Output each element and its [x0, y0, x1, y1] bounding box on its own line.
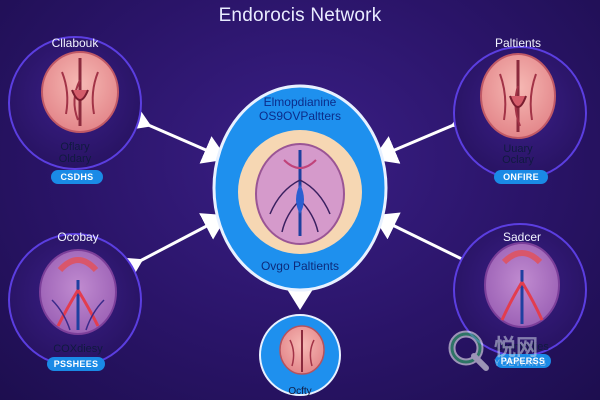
connector-bottom-right	[372, 212, 491, 284]
brain-icon	[279, 325, 325, 375]
node-top-right-subtitle-1: Uuary	[503, 143, 533, 155]
brain-icon	[41, 51, 119, 133]
node-bottom-center[interactable]	[259, 314, 341, 396]
node-top-left-title: Cllabouk	[51, 36, 99, 50]
badge-bottom-left-bg	[47, 357, 105, 371]
badge-top-right-bg	[494, 170, 548, 184]
node-top-right-title: Paltients	[494, 36, 542, 50]
node-bottom-center-caption: Ocfty	[288, 386, 312, 397]
node-top-left-subtitle-2: Oldary	[58, 153, 92, 165]
node-bottom-right-subtitle: Oromodies	[495, 341, 549, 353]
connector-top-left	[123, 103, 228, 164]
connector-bottom-left	[115, 213, 228, 284]
watermark: 悦网 YUEWANG	[446, 328, 586, 372]
watermark-subtext: YUEWANG	[494, 358, 548, 368]
brain-icon	[484, 242, 560, 328]
brain-icon	[39, 249, 117, 335]
node-bottom-right[interactable]	[453, 223, 587, 357]
node-top-left-badge[interactable]: CSDHS	[60, 172, 94, 182]
brain-icon	[480, 53, 556, 139]
node-center[interactable]	[212, 84, 388, 292]
connector-top-right	[372, 103, 479, 164]
center-heading-1: Elmopdianine	[263, 95, 337, 109]
node-bottom-right-title: Sadcer	[502, 230, 542, 244]
node-top-right-subtitle-2: Oclary	[502, 154, 534, 166]
node-bottom-left[interactable]	[8, 233, 142, 367]
node-bottom-left-title: Ocobay	[57, 230, 99, 244]
watermark-logo-icon	[448, 330, 489, 371]
node-bottom-left-subtitle: COXdiesy	[53, 343, 103, 355]
node-top-right-badge[interactable]: ONFIRE	[503, 172, 539, 182]
badge-bottom-right-bg	[495, 354, 551, 368]
watermark-text: 悦网	[494, 335, 539, 360]
node-bottom-right-badge[interactable]: PAPERSS	[500, 356, 546, 366]
center-caption: Ovgo Paltients	[260, 259, 340, 273]
node-bottom-left-badge[interactable]: PSSHEES	[53, 359, 99, 369]
node-top-right[interactable]	[453, 46, 587, 180]
node-top-left-subtitle-1: Oflary	[60, 141, 90, 153]
diagram-title: Endorocis Network	[218, 5, 382, 26]
node-top-left[interactable]	[8, 36, 142, 170]
brain-icon	[255, 143, 345, 245]
badge-top-left-bg	[51, 170, 103, 184]
center-heading-2: OS9OVPaltters	[258, 109, 342, 123]
